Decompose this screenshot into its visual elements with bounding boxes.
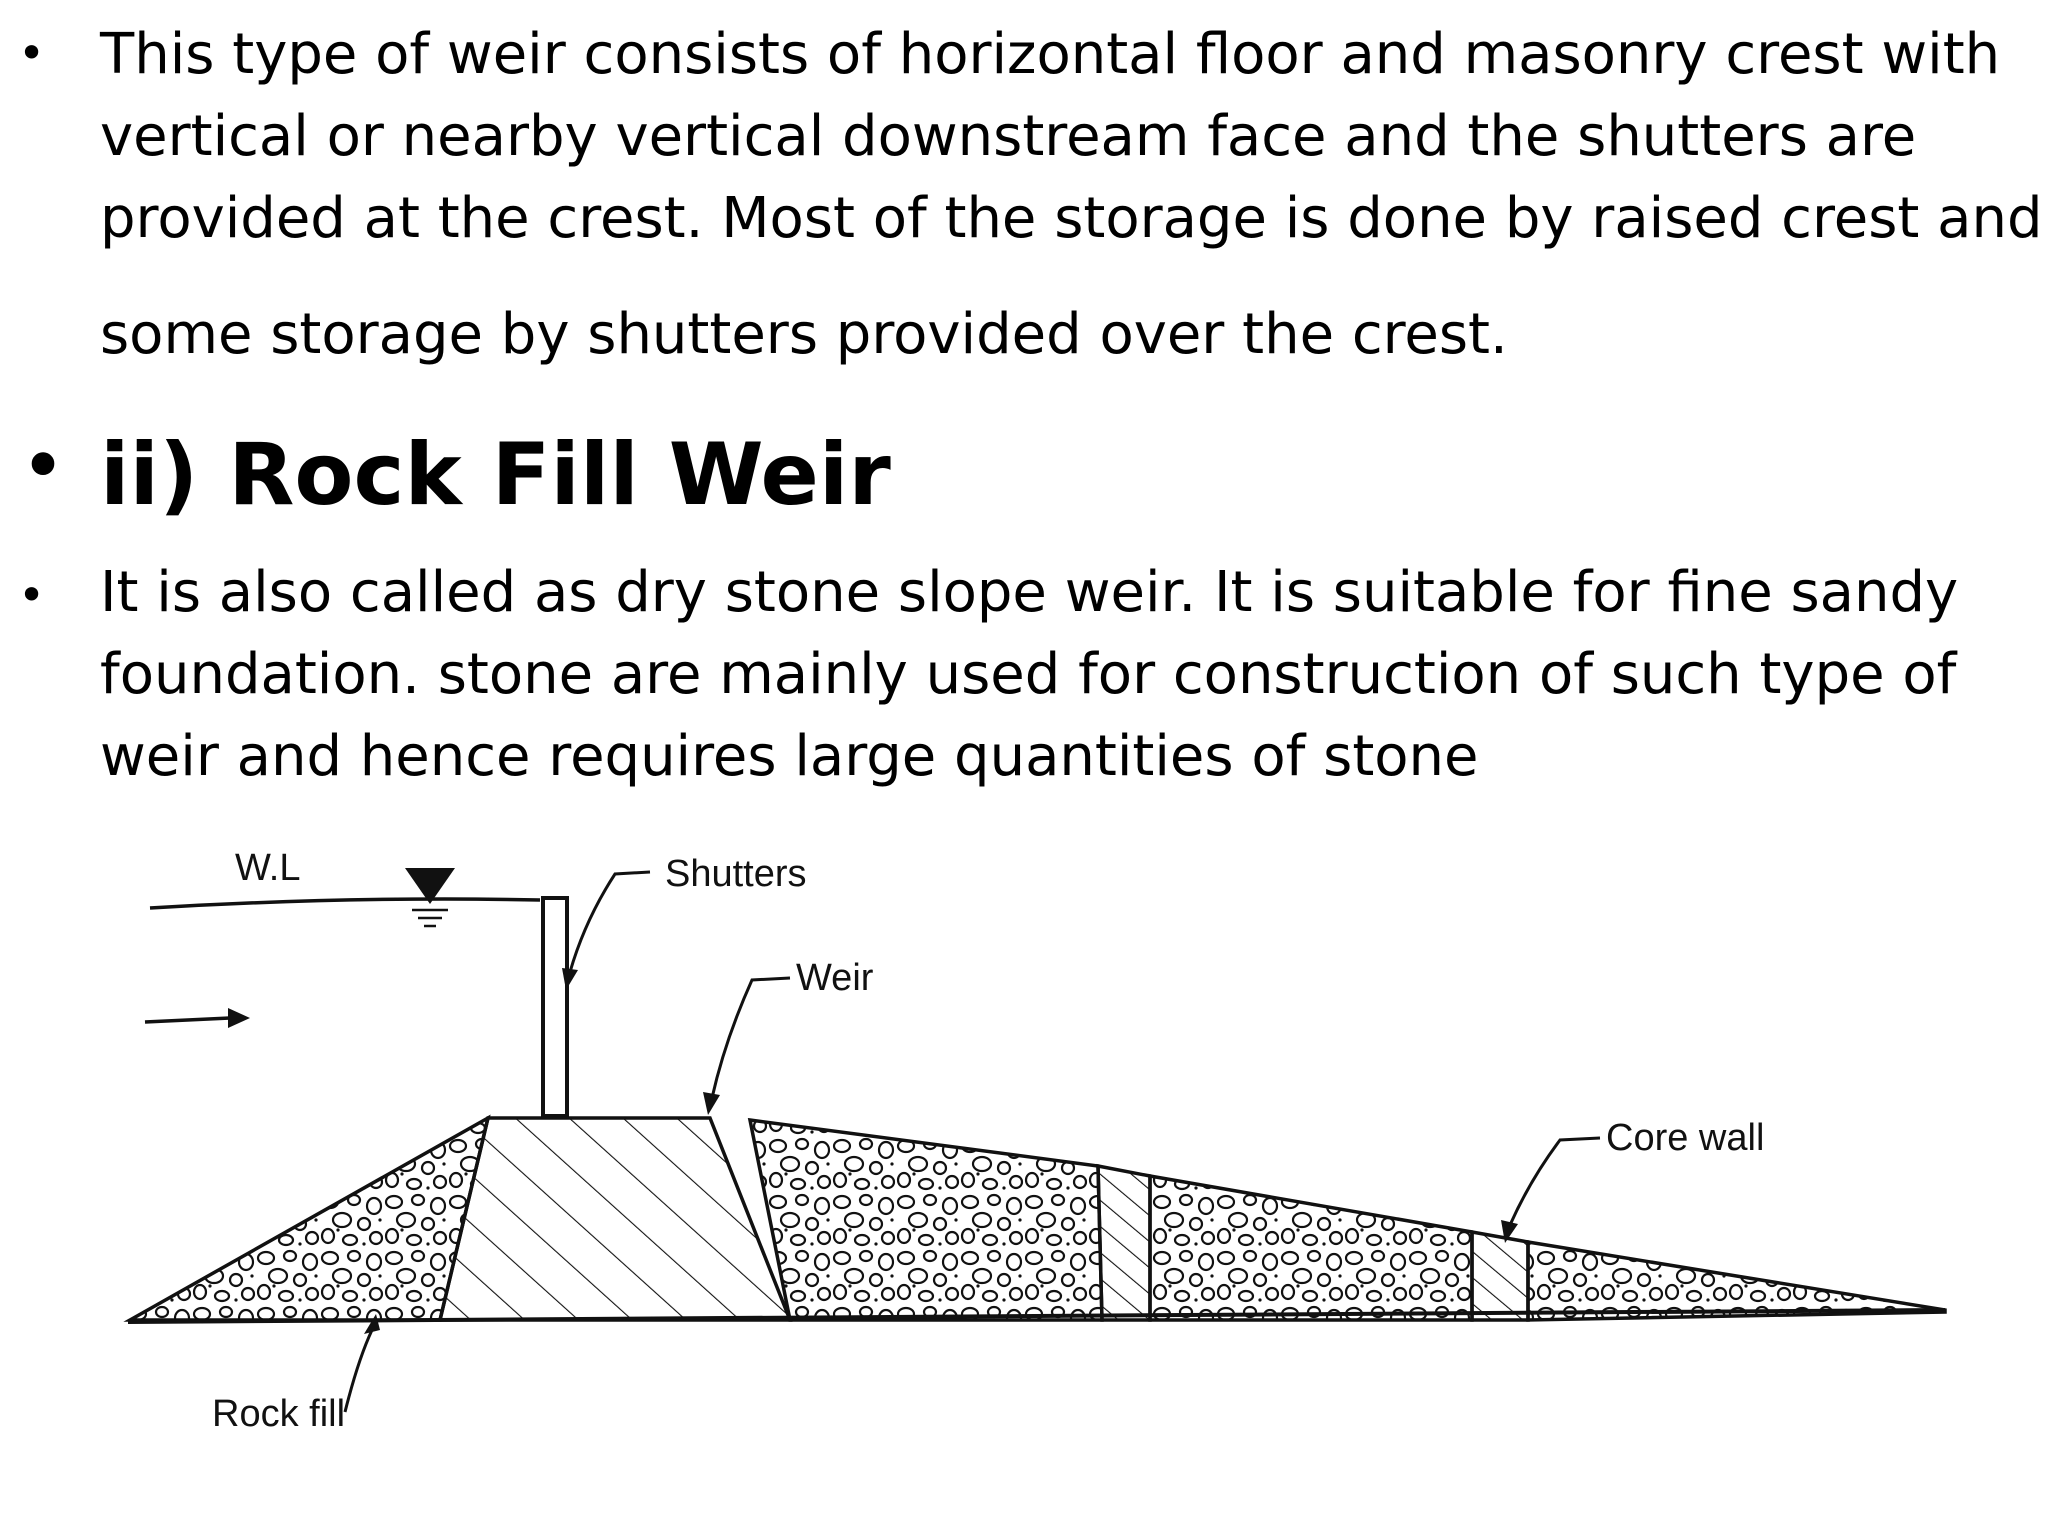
shutters-label: Shutters bbox=[665, 853, 807, 895]
paragraph-line: some storage by shutters provided over t… bbox=[100, 302, 1508, 367]
inverted-triangle-icon bbox=[405, 868, 455, 928]
weir-leader bbox=[710, 976, 791, 1099]
shutters-leader bbox=[568, 870, 651, 973]
paragraph-line: provided at the crest. Most of the stora… bbox=[100, 186, 2043, 251]
paragraph-line: It is also called as dry stone slope wei… bbox=[100, 560, 1959, 625]
paragraph-line: weir and hence requires large quantities… bbox=[100, 724, 1479, 789]
section-heading: ii) Rock Fill Weir bbox=[100, 425, 891, 525]
foundation-line bbox=[127, 1308, 1946, 1324]
downstream-rock-fill-1 bbox=[747, 1117, 1104, 1322]
bullet-marker: • bbox=[18, 26, 46, 80]
weir-description-paragraph: This type of weir consists of horizontal… bbox=[100, 14, 2043, 376]
paragraph-line: foundation. stone are mainly used for co… bbox=[100, 642, 1957, 707]
rock-fill-weir-diagram: W.L Shutters Weir Core wall Rock fill bbox=[123, 847, 1947, 1435]
upstream-rock-fill bbox=[123, 1114, 491, 1322]
core-wall-label: Core wall bbox=[1606, 1117, 1764, 1159]
water-level-label: W.L bbox=[235, 847, 300, 889]
arrow-right-icon bbox=[144, 1008, 250, 1028]
rock-fill-description-paragraph: It is also called as dry stone slope wei… bbox=[100, 552, 2040, 798]
rock-fill-leader bbox=[343, 1329, 374, 1413]
weir-label: Weir bbox=[796, 957, 874, 999]
core-wall-1 bbox=[1096, 1163, 1152, 1322]
water-level-line bbox=[149, 897, 541, 910]
bullet-marker: • bbox=[18, 568, 46, 622]
shutter-post bbox=[541, 896, 569, 1118]
weir-masonry-section bbox=[437, 1116, 793, 1322]
bullet-marker: • bbox=[20, 422, 67, 512]
core-wall-2 bbox=[1470, 1229, 1530, 1322]
rock-fill-label: Rock fill bbox=[212, 1393, 345, 1435]
downstream-rock-fill-3 bbox=[1526, 1239, 1947, 1322]
core-wall-leader bbox=[1508, 1136, 1601, 1226]
downstream-rock-fill-2 bbox=[1148, 1173, 1474, 1322]
paragraph-line: vertical or nearby vertical downstream f… bbox=[100, 104, 1917, 169]
paragraph-line: This type of weir consists of horizontal… bbox=[100, 22, 2001, 87]
